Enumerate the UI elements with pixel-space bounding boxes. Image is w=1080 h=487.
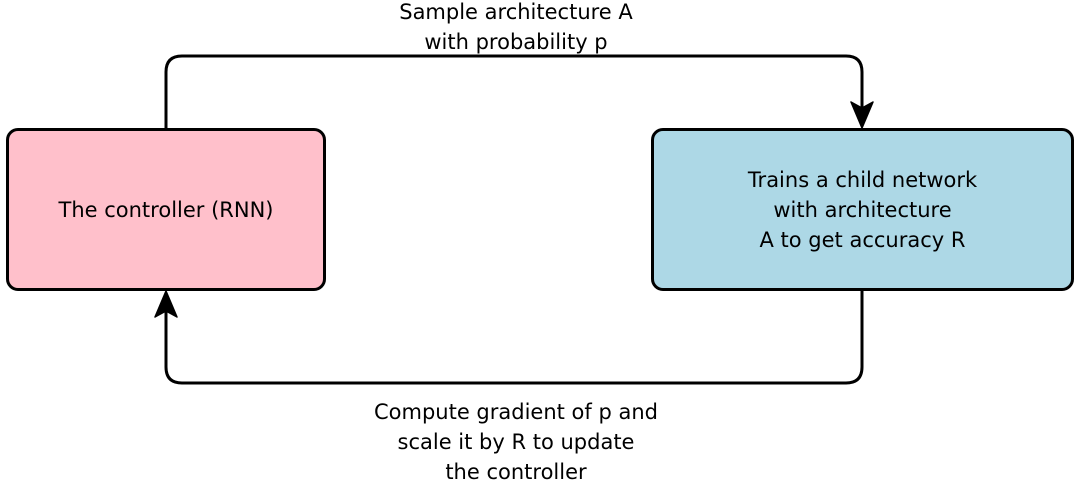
- update-edge-label: Compute gradient of p and scale it by R …: [373, 400, 658, 484]
- update-arrowhead: [154, 290, 178, 318]
- child-network-node-label: Trains a child network with architecture…: [747, 167, 978, 252]
- child-network-node: Trains a child network with architecture…: [651, 128, 1074, 291]
- sample-arrowhead: [850, 101, 874, 129]
- controller-node: The controller (RNN): [6, 128, 326, 291]
- sample-arrow-line: [164, 54, 864, 128]
- update-arrow-line: [164, 291, 864, 385]
- controller-node-label: The controller (RNN): [58, 197, 274, 222]
- sample-edge-label: Sample architecture A with probability p: [399, 0, 633, 54]
